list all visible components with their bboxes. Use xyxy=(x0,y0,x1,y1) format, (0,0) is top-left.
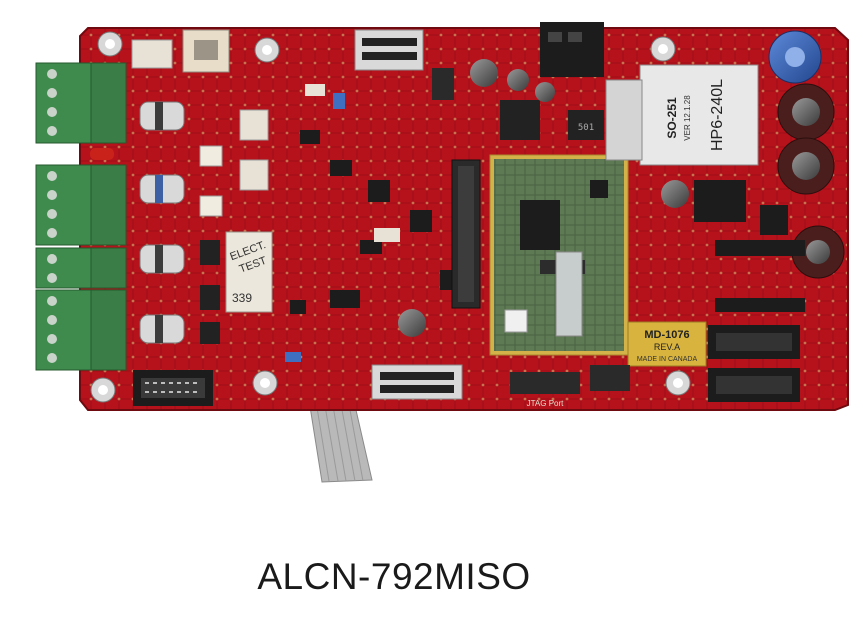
large-capacitors xyxy=(768,30,845,279)
lower-connector xyxy=(371,364,463,400)
svg-text:501: 501 xyxy=(578,123,594,133)
daughter-label: MD-1076 xyxy=(644,329,689,341)
jtag-label: JTAG Port xyxy=(527,399,565,408)
connectors-right xyxy=(708,325,800,402)
power-module: SO-251 VER 12.1.28 HP6-240L xyxy=(605,64,759,166)
daughter-board xyxy=(489,154,629,356)
components-right xyxy=(661,180,805,312)
jtag-header: JTAG Port xyxy=(510,365,630,408)
box-header xyxy=(133,370,213,406)
daughter-origin: MADE IN CANADA xyxy=(637,356,698,363)
terminal-blocks xyxy=(35,62,127,371)
sticker-number: 339 xyxy=(232,291,252,305)
elect-test-sticker: ELECT. TEST 339 xyxy=(225,231,273,313)
circuit-board-image: ELECT. TEST 339 501 xyxy=(35,22,849,483)
mounting-holes xyxy=(90,31,691,403)
module-label: SO-251 xyxy=(665,97,679,139)
pin-header xyxy=(451,159,481,309)
components-left xyxy=(90,29,230,344)
power-module-label: HP6-240L xyxy=(709,79,726,151)
module-version: VER 12.1.28 xyxy=(683,95,692,141)
md-sticker: MD-1076 REV.A MADE IN CANADA xyxy=(627,321,707,367)
product-caption: ALCN-792MISO xyxy=(257,556,531,597)
ics-middle xyxy=(239,84,454,362)
surge-suppressors xyxy=(139,101,185,344)
daughter-rev: REV.A xyxy=(654,342,680,352)
small-capacitors xyxy=(398,59,555,337)
top-headers: 501 xyxy=(354,22,604,140)
